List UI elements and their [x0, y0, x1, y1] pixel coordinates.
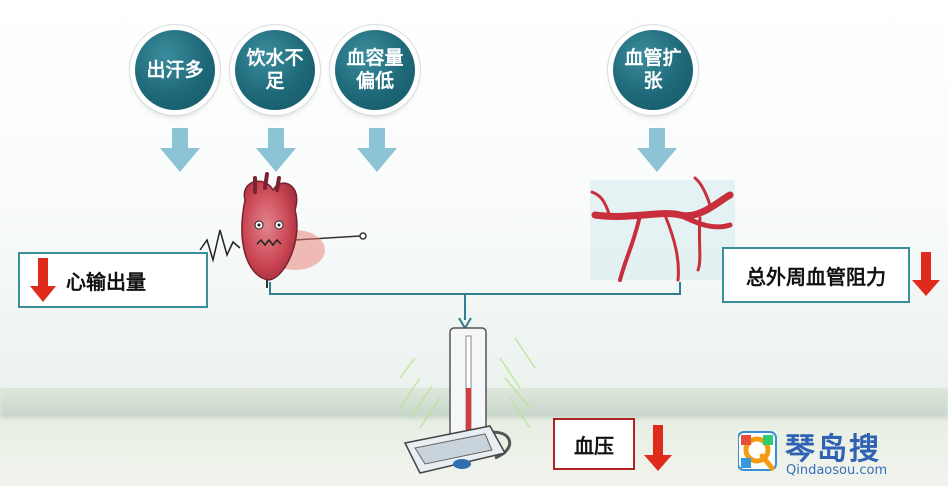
down-arrow-icon	[160, 128, 200, 172]
cause-bubble-sweating: 出汗多	[135, 30, 215, 110]
down-arrow-icon	[637, 128, 677, 172]
heart-illustration	[199, 172, 367, 288]
blood-pressure-label: 血压	[574, 433, 614, 458]
logo-name: 琴岛搜	[785, 432, 881, 467]
cause-bubble-low-blood-volume: 血容量偏低	[335, 30, 415, 110]
peripheral-resistance-box: 总外周血管阻力	[722, 247, 910, 303]
down-arrow-red-icon	[30, 258, 56, 302]
blood-pressure-meter-illustration	[399, 327, 536, 474]
cause-label: 饮水不足	[246, 47, 304, 92]
down-arrow-red-icon	[912, 252, 940, 296]
peripheral-resistance-label: 总外周血管阻力	[746, 264, 886, 289]
blood-vessel-illustration	[590, 176, 735, 282]
down-arrow-icon	[256, 128, 296, 172]
blood-pressure-box: 血压	[553, 418, 635, 470]
cause-bubble-vasodilation: 血管扩张	[613, 30, 693, 110]
cardiac-output-box: 心输出量	[18, 252, 208, 308]
down-arrow-red-icon	[644, 425, 672, 471]
cause-bubble-low-water-intake: 饮水不足	[235, 30, 315, 110]
logo-url: Qindaosou.com	[786, 463, 888, 478]
cause-label: 血管扩张	[624, 47, 682, 92]
cause-label: 出汗多	[146, 58, 204, 81]
down-arrow-icon	[357, 128, 397, 172]
qindaosou-logo-icon	[738, 431, 777, 471]
cardiac-output-label: 心输出量	[66, 269, 146, 294]
cause-label: 血容量偏低	[346, 47, 404, 92]
